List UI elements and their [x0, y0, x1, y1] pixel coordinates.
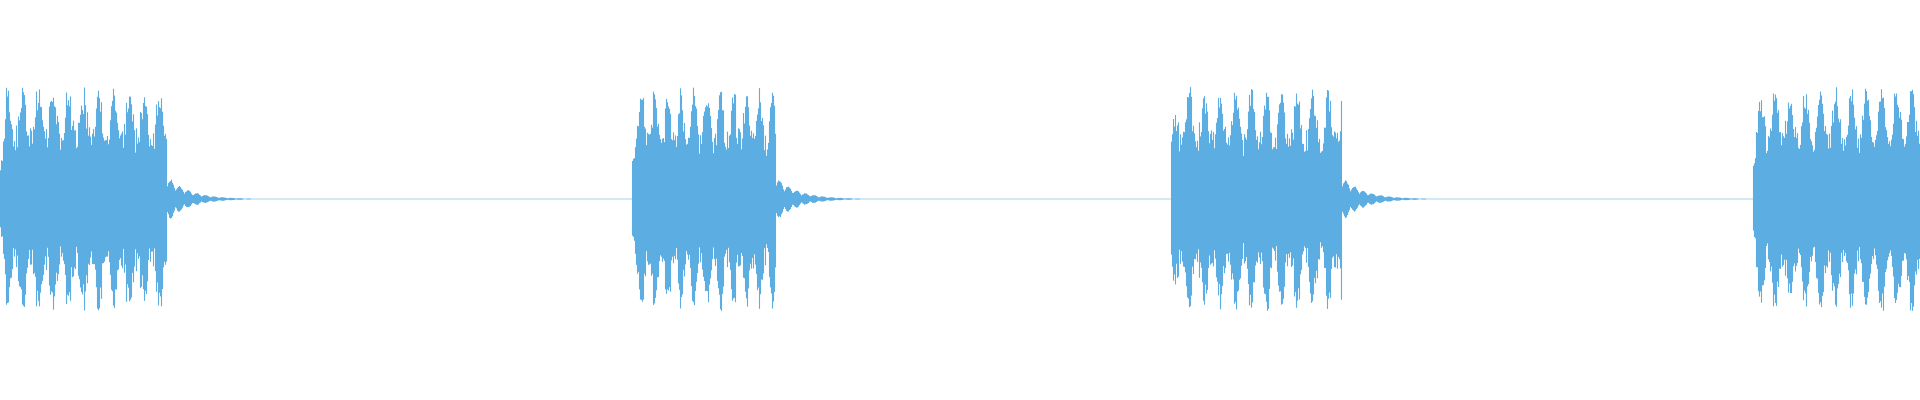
- waveform-bars: [0, 87, 1920, 311]
